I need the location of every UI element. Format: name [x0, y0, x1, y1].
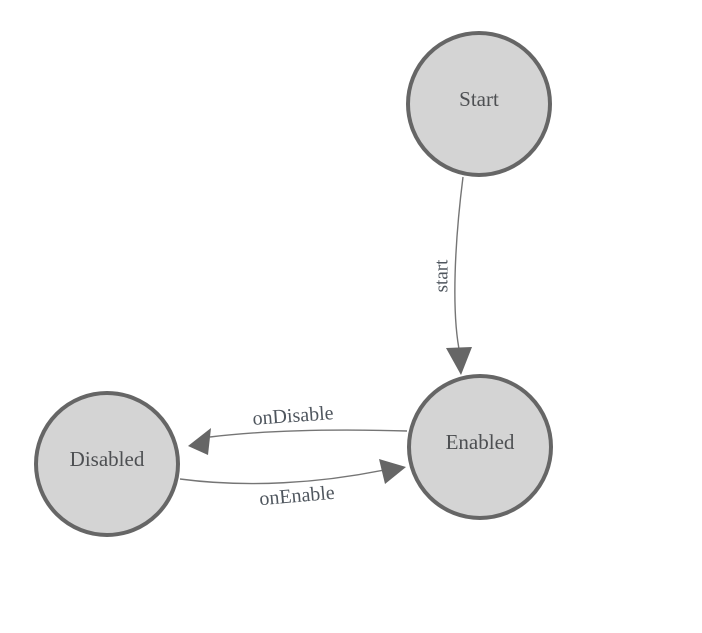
transition-onenable-edge-line[interactable]	[179, 469, 385, 485]
transition-label-start: start	[432, 259, 453, 292]
transition-start-edge-line[interactable]	[454, 176, 464, 355]
state-node-start[interactable]: Start	[406, 31, 552, 177]
state-circle-enabled[interactable]	[407, 374, 553, 520]
transition-label-ondisable: onDisable	[252, 402, 335, 430]
state-circle-start[interactable]	[406, 31, 552, 177]
transition-ondisable-edge-line[interactable]	[209, 429, 408, 438]
state-circle-disabled[interactable]	[34, 391, 180, 537]
state-label-disabled: Disabled	[70, 447, 145, 471]
state-node-enabled[interactable]: Enabled	[407, 374, 553, 520]
state-label-start: Start	[459, 87, 499, 111]
state-node-disabled[interactable]: Disabled	[34, 391, 180, 537]
arrowhead-start-to-enabled-icon	[446, 347, 472, 375]
arrowhead-enabled-to-disabled-icon	[188, 428, 211, 455]
transition-disabled-to-enabled[interactable]: onEnable	[179, 459, 406, 511]
transition-enabled-to-disabled[interactable]: onDisable	[188, 402, 408, 455]
state-label-enabled: Enabled	[446, 430, 515, 454]
arrowhead-disabled-to-enabled-icon	[379, 459, 406, 484]
transition-label-onenable: onEnable	[258, 482, 335, 511]
transition-start-to-enabled[interactable]: start	[432, 176, 473, 375]
